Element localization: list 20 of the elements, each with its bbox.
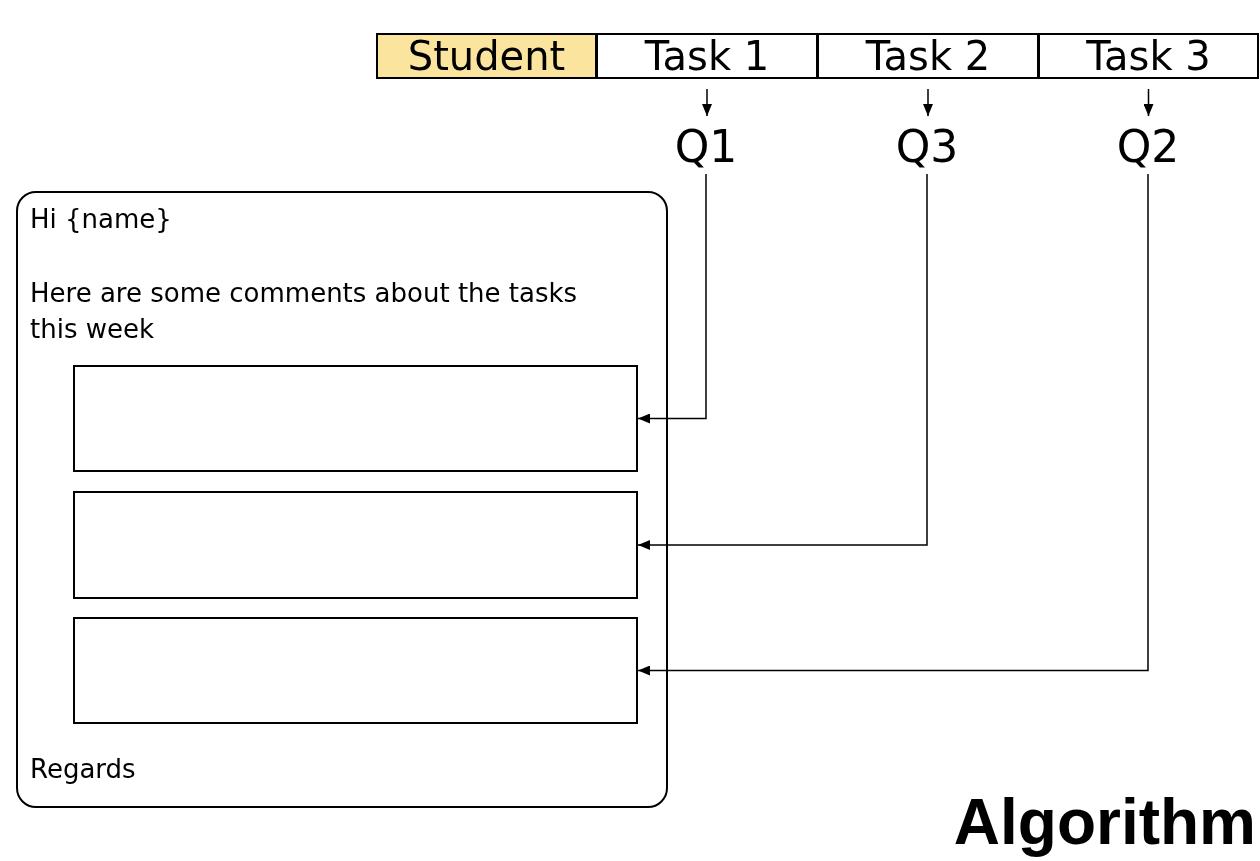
arrow — [1143, 88, 1154, 117]
arrow — [923, 88, 933, 117]
arrow — [637, 173, 928, 550]
comment-box — [73, 491, 638, 599]
table-header-cell: Task 1 — [596, 33, 818, 79]
email-card — [16, 191, 668, 808]
arrow — [637, 173, 1149, 676]
question-label: Q3 — [882, 120, 972, 174]
email-text: Here are some comments about the tasks this week — [30, 277, 579, 346]
question-label: Q2 — [1103, 120, 1193, 174]
email-text: Regards — [30, 753, 136, 786]
email-text: Hi {name} — [30, 203, 172, 236]
table-header-cell: Student — [376, 33, 597, 79]
arrow — [637, 173, 707, 424]
comment-box — [73, 365, 638, 472]
table-header-cell: Task 3 — [1038, 33, 1259, 79]
table-header-cell: Task 2 — [817, 33, 1039, 79]
comment-box — [73, 617, 638, 724]
arrow — [702, 88, 712, 117]
question-label: Q1 — [661, 120, 751, 174]
